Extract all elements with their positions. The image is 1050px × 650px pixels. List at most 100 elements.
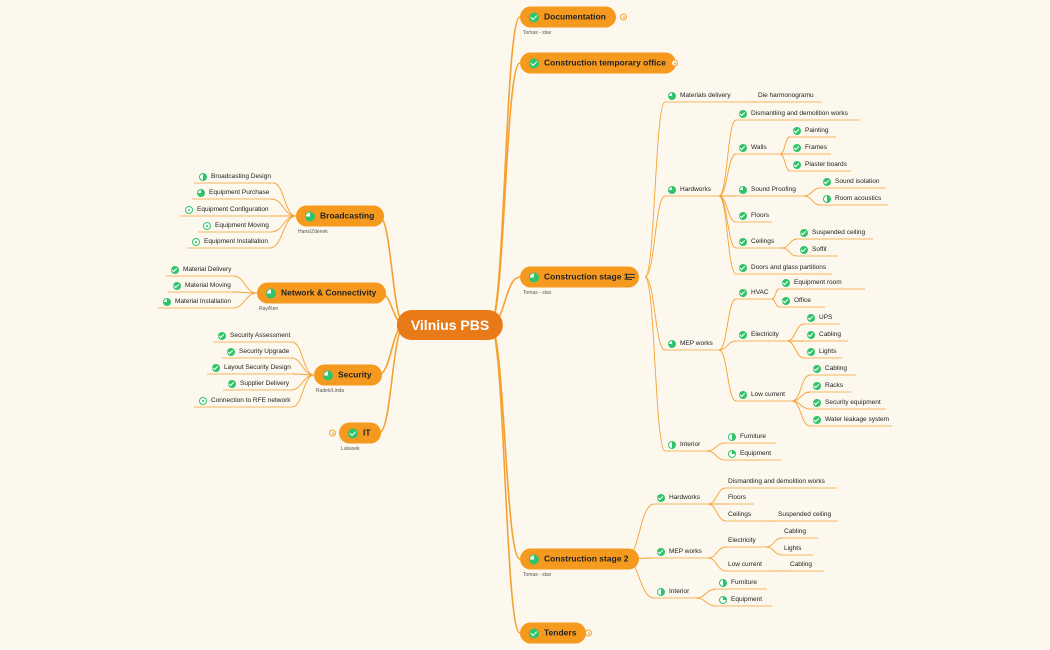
progress-pie-icon[interactable] bbox=[807, 314, 815, 322]
progress-pie-icon[interactable] bbox=[228, 380, 236, 388]
collapse-dot-icon[interactable] bbox=[671, 59, 678, 67]
progress-pie-icon[interactable] bbox=[529, 554, 539, 564]
topic-dismantling-and-demolition-works[interactable]: Dismantling and demolition works bbox=[738, 108, 848, 120]
topic-supplier-delivery[interactable]: Supplier Delivery bbox=[227, 378, 289, 390]
progress-pie-icon[interactable] bbox=[266, 288, 276, 298]
topic-office[interactable]: Office bbox=[781, 295, 811, 307]
topic-dismantling-and-demolition-works[interactable]: Dismantling and demolition works bbox=[728, 476, 825, 488]
progress-pie-icon[interactable] bbox=[823, 178, 831, 186]
topic-mep-works[interactable]: MEP works bbox=[667, 338, 713, 350]
progress-pie-icon[interactable] bbox=[185, 206, 193, 214]
topic-suspended-ceiling[interactable]: Suspended ceiling bbox=[778, 509, 831, 521]
progress-pie-icon[interactable] bbox=[739, 144, 747, 152]
topic-material-moving[interactable]: Material Moving bbox=[172, 280, 231, 292]
progress-pie-icon[interactable] bbox=[813, 382, 821, 390]
topic-equipment-configuration[interactable]: Equipment Configuration bbox=[184, 204, 269, 216]
progress-pie-icon[interactable] bbox=[227, 348, 235, 356]
progress-pie-icon[interactable] bbox=[719, 596, 727, 604]
progress-pie-icon[interactable] bbox=[529, 58, 539, 68]
progress-pie-icon[interactable] bbox=[305, 211, 315, 221]
topic-ups[interactable]: UPS bbox=[806, 312, 832, 324]
topic-connection-to-rfe-network[interactable]: Connection to RFE network bbox=[198, 395, 290, 407]
progress-pie-icon[interactable] bbox=[813, 399, 821, 407]
progress-pie-icon[interactable] bbox=[197, 189, 205, 197]
topic-material-installation[interactable]: Material Installation bbox=[162, 296, 231, 308]
topic-electricity[interactable]: Electricity bbox=[738, 329, 779, 341]
progress-pie-icon[interactable] bbox=[800, 229, 808, 237]
progress-pie-icon[interactable] bbox=[668, 186, 676, 194]
progress-pie-icon[interactable] bbox=[728, 450, 736, 458]
topic-electricity[interactable]: Electricity bbox=[728, 535, 756, 547]
collapse-dot-icon[interactable] bbox=[329, 429, 336, 437]
main-topic-security[interactable]: Security bbox=[314, 364, 382, 386]
topic-equipment-moving[interactable]: Equipment Moving bbox=[202, 220, 269, 232]
topic-mep-works[interactable]: MEP works bbox=[656, 546, 702, 558]
progress-pie-icon[interactable] bbox=[813, 365, 821, 373]
topic-hardworks[interactable]: Hardworks bbox=[667, 184, 711, 196]
topic-water-leakage-system[interactable]: Water leakage system bbox=[812, 414, 889, 426]
topic-floors[interactable]: Floors bbox=[728, 492, 746, 504]
topic-sound-proofing[interactable]: Sound Proofing bbox=[738, 184, 796, 196]
progress-pie-icon[interactable] bbox=[813, 416, 821, 424]
progress-pie-icon[interactable] bbox=[529, 272, 539, 282]
progress-pie-icon[interactable] bbox=[782, 279, 790, 287]
main-topic-tenders[interactable]: Tenders bbox=[520, 622, 587, 644]
main-topic-documentation[interactable]: Documentation bbox=[520, 6, 616, 28]
topic-racks[interactable]: Racks bbox=[812, 380, 843, 392]
progress-pie-icon[interactable] bbox=[668, 340, 676, 348]
main-topic-broadcasting[interactable]: Broadcasting bbox=[296, 205, 385, 227]
topic-security-assessment[interactable]: Security Assessment bbox=[217, 330, 290, 342]
topic-interior[interactable]: Interior bbox=[667, 439, 700, 451]
progress-pie-icon[interactable] bbox=[199, 397, 207, 405]
progress-pie-icon[interactable] bbox=[739, 391, 747, 399]
topic-security-upgrade[interactable]: Security Upgrade bbox=[226, 346, 289, 358]
topic-painting[interactable]: Painting bbox=[792, 125, 829, 137]
progress-pie-icon[interactable] bbox=[739, 186, 747, 194]
progress-pie-icon[interactable] bbox=[323, 370, 333, 380]
progress-pie-icon[interactable] bbox=[668, 441, 676, 449]
progress-pie-icon[interactable] bbox=[793, 144, 801, 152]
progress-pie-icon[interactable] bbox=[807, 331, 815, 339]
topic-frames[interactable]: Frames bbox=[792, 142, 827, 154]
topic-lights[interactable]: Lights bbox=[784, 543, 801, 555]
topic-material-delivery[interactable]: Material Delivery bbox=[170, 264, 231, 276]
progress-pie-icon[interactable] bbox=[800, 246, 808, 254]
topic-furniture[interactable]: Furniture bbox=[727, 431, 766, 443]
progress-pie-icon[interactable] bbox=[199, 173, 207, 181]
progress-pie-icon[interactable] bbox=[192, 238, 200, 246]
main-topic-construction-temporary-office[interactable]: Construction temporary office bbox=[520, 52, 676, 74]
topic-ceilings[interactable]: Ceilings bbox=[738, 236, 774, 248]
progress-pie-icon[interactable] bbox=[739, 264, 747, 272]
progress-pie-icon[interactable] bbox=[793, 127, 801, 135]
progress-pie-icon[interactable] bbox=[529, 12, 539, 22]
progress-pie-icon[interactable] bbox=[657, 588, 665, 596]
topic-equipment-installation[interactable]: Equipment Installation bbox=[191, 236, 268, 248]
topic-cabling[interactable]: Cabling bbox=[790, 559, 812, 571]
topic-equipment-room[interactable]: Equipment room bbox=[781, 277, 842, 289]
progress-pie-icon[interactable] bbox=[782, 297, 790, 305]
topic-doors-and-glass-partitions[interactable]: Doors and glass partitions bbox=[738, 262, 826, 274]
topic-floors[interactable]: Floors bbox=[738, 210, 769, 222]
progress-pie-icon[interactable] bbox=[739, 110, 747, 118]
collapse-dot-icon[interactable] bbox=[585, 629, 592, 637]
topic-walls[interactable]: Walls bbox=[738, 142, 767, 154]
topic-soffit[interactable]: Soffit bbox=[799, 244, 827, 256]
topic-interior[interactable]: Interior bbox=[656, 586, 689, 598]
topic-plaster-boards[interactable]: Plaster boards bbox=[792, 159, 847, 171]
main-topic-construction-stage-1[interactable]: Construction stage 1 bbox=[520, 266, 639, 288]
topic-ceilings[interactable]: Ceilings bbox=[728, 509, 751, 521]
topic-lights[interactable]: Lights bbox=[806, 346, 836, 358]
topic-suspended-ceiling[interactable]: Suspended ceiling bbox=[799, 227, 865, 239]
progress-pie-icon[interactable] bbox=[739, 331, 747, 339]
topic-die-harmonogramu[interactable]: Die harmonogramu bbox=[758, 90, 814, 102]
collapse-dot-icon[interactable] bbox=[620, 13, 627, 21]
topic-broadcasting-design[interactable]: Broadcasting Design bbox=[198, 171, 271, 183]
main-topic-construction-stage-2[interactable]: Construction stage 2 bbox=[520, 548, 639, 570]
progress-pie-icon[interactable] bbox=[163, 298, 171, 306]
topic-sound-isolation[interactable]: Sound isolation bbox=[822, 176, 879, 188]
topic-cabling[interactable]: Cabling bbox=[812, 363, 847, 375]
topic-security-equipment[interactable]: Security equipment bbox=[812, 397, 881, 409]
root-topic[interactable]: Vilnius PBS bbox=[396, 310, 504, 340]
progress-pie-icon[interactable] bbox=[668, 92, 676, 100]
topic-equipment-purchase[interactable]: Equipment Purchase bbox=[196, 187, 269, 199]
